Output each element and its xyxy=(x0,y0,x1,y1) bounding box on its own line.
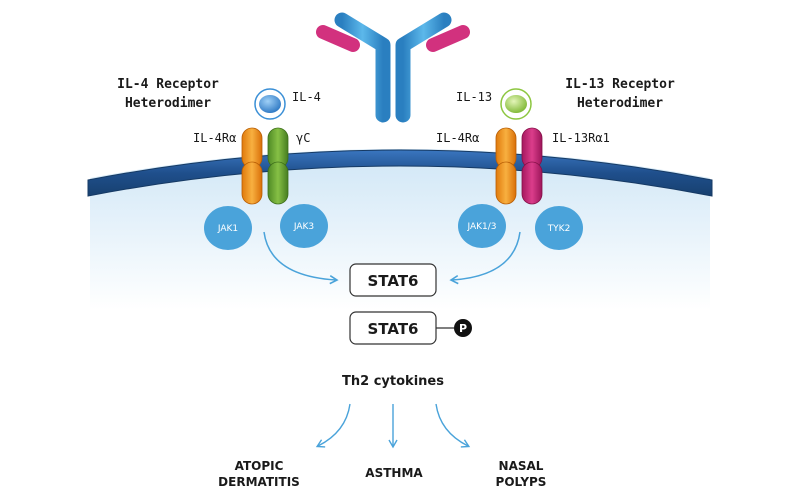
il13ra1-label: IL-13Rα1 xyxy=(552,131,610,145)
il4-label: IL-4 xyxy=(292,90,321,104)
stat6-box xyxy=(349,263,437,297)
il4-ligand xyxy=(254,88,286,120)
left-signal-arrow xyxy=(263,231,339,285)
right-signal-arrow xyxy=(449,231,521,285)
il13-ligand xyxy=(500,88,532,120)
il13ra1-receptor xyxy=(521,127,543,205)
il13-label: IL-13 xyxy=(456,90,492,104)
left-il4ra-receptor xyxy=(241,127,263,205)
outcome-nasal-line2: POLYPS xyxy=(496,475,547,489)
left-receptor-title: IL-4 Receptor xyxy=(117,77,219,92)
right-il4ra-label: IL-4Rα xyxy=(436,131,479,145)
outcome-atopic-line1: ATOPIC xyxy=(235,459,284,473)
jak1-3-label: JAK1/3 xyxy=(466,222,496,232)
outcome-nasal-line1: NASAL xyxy=(499,459,544,473)
stat6-label: STAT6 xyxy=(368,272,419,290)
right-il4ra-receptor xyxy=(495,127,517,205)
right-receptor-subtitle: Heterodimer xyxy=(577,96,663,111)
jak3-label: JAK3 xyxy=(293,222,314,232)
jak1-label: JAK1 xyxy=(217,224,238,234)
jak1-3-kinase xyxy=(458,204,506,248)
stat6-phospho-label: STAT6 xyxy=(368,320,419,338)
tyk2-label: TYK2 xyxy=(547,224,571,234)
gamma-c-label: γC xyxy=(296,131,310,145)
right-receptor-title: IL-13 Receptor xyxy=(565,77,675,92)
atopic-dermatitis-arrow xyxy=(315,403,351,448)
outcome-atopic-line2: DERMATITIS xyxy=(218,475,300,489)
gamma-c-receptor xyxy=(267,127,289,205)
jak1-kinase xyxy=(204,206,252,250)
antibody-icon xyxy=(316,12,470,123)
jak3-kinase xyxy=(280,204,328,248)
left-il4ra-label: IL-4Rα xyxy=(193,131,236,145)
left-receptor-subtitle: Heterodimer xyxy=(125,96,211,111)
phosphate-label: P xyxy=(459,322,467,335)
outcome-asthma: ASTHMA xyxy=(365,466,423,480)
th2-cytokines-label: Th2 cytokines xyxy=(342,374,444,389)
phosphate-icon xyxy=(454,319,472,337)
tyk2-kinase xyxy=(535,206,583,250)
nasal-polyps-arrow xyxy=(435,403,471,448)
